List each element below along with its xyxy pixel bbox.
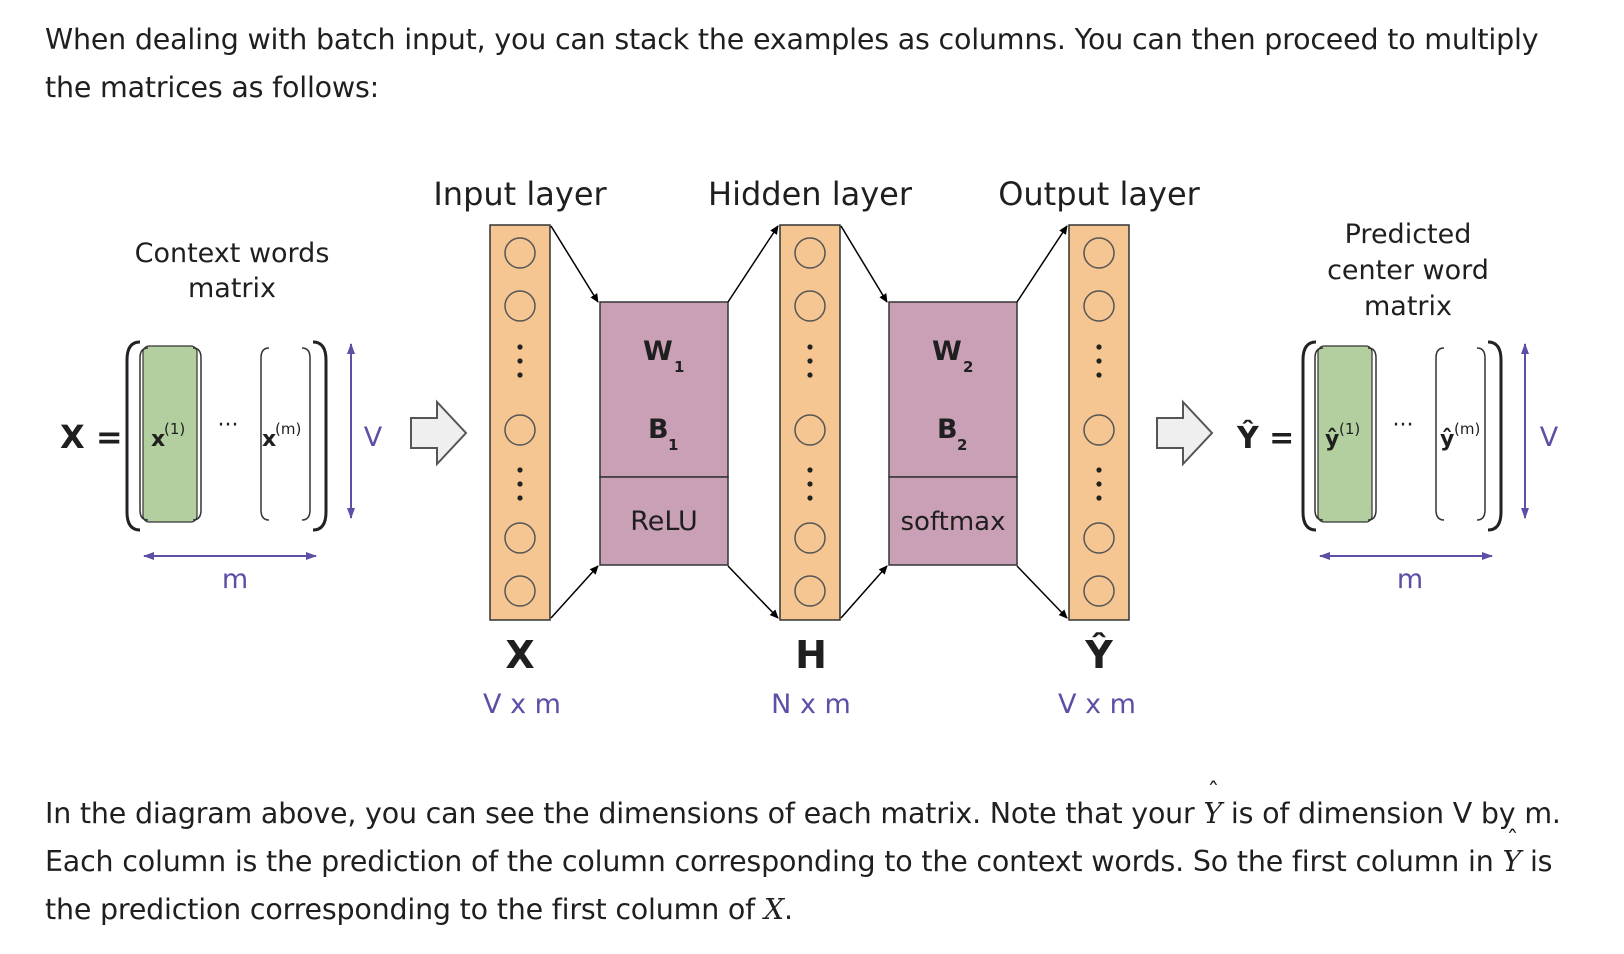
right-matrix-bracket bbox=[312, 340, 328, 532]
w2-label: W bbox=[932, 336, 962, 367]
y-ellipsis: ··· bbox=[1393, 413, 1414, 438]
pred-right-bracket bbox=[1487, 340, 1503, 532]
layer-connectors bbox=[550, 225, 1068, 619]
explain-part2: is of dimension V by m. Each column is t… bbox=[45, 797, 1561, 878]
weights-block-1 bbox=[599, 301, 729, 566]
x-dims: V x m bbox=[483, 689, 561, 720]
w1-label: W bbox=[643, 336, 673, 367]
y-col-first-label: ŷ bbox=[1325, 427, 1339, 452]
x-ellipsis: ··· bbox=[218, 413, 239, 438]
cbow-batch-diagram: Context words matrix X = x (1) ··· x (m)… bbox=[60, 175, 1559, 720]
context-title-line2: matrix bbox=[188, 273, 276, 304]
input-layer-column bbox=[489, 224, 551, 621]
pred-column-first bbox=[1317, 345, 1373, 523]
explanation-paragraph: In the diagram above, you can see the di… bbox=[45, 768, 1585, 934]
b2-sub: 2 bbox=[957, 436, 967, 454]
weights-block-2 bbox=[888, 301, 1018, 566]
yhat-dims: V x m bbox=[1058, 689, 1136, 720]
b2-label: B bbox=[937, 414, 958, 445]
relu-label: ReLU bbox=[630, 506, 698, 537]
pred-dim-v: V bbox=[1540, 422, 1559, 453]
hidden-layer-title: Hidden layer bbox=[708, 175, 913, 213]
softmax-label: softmax bbox=[901, 507, 1006, 537]
input-layer-title: Input layer bbox=[433, 175, 607, 213]
pred-dim-m: m bbox=[1397, 564, 1423, 595]
intro-paragraph: When dealing with batch input, you can s… bbox=[45, 23, 1539, 104]
x-col-first-sup: (1) bbox=[164, 420, 185, 438]
y-col-first-sup: (1) bbox=[1339, 420, 1360, 438]
w2-sub: 2 bbox=[963, 358, 973, 376]
yhat-matrix-label: Ŷ bbox=[1084, 633, 1113, 677]
flow-arrow-out bbox=[1156, 399, 1214, 467]
y-hat-symbol: Y bbox=[1203, 768, 1222, 838]
x-col-first-label: x bbox=[151, 427, 165, 452]
b1-label: B bbox=[648, 414, 669, 445]
w1-sub: 1 bbox=[674, 358, 684, 376]
pred-title-line1: Predicted bbox=[1345, 219, 1472, 250]
pred-left-bracket bbox=[1301, 340, 1317, 532]
left-matrix-bracket bbox=[125, 340, 141, 532]
explain-part3: is the prediction corresponding to the f… bbox=[45, 845, 1553, 926]
h-dims: N x m bbox=[771, 689, 851, 720]
explain-part1: In the diagram above, you can see the di… bbox=[45, 797, 1204, 830]
pred-title-line3: matrix bbox=[1364, 291, 1452, 322]
hidden-layer-column bbox=[779, 224, 841, 621]
x-symbol: X bbox=[763, 893, 784, 926]
b1-sub: 1 bbox=[668, 436, 678, 454]
yhat-equals-label: Ŷ = bbox=[1236, 419, 1294, 456]
context-dim-m: m bbox=[222, 564, 248, 595]
output-layer-title: Output layer bbox=[998, 175, 1200, 213]
context-column-first bbox=[142, 345, 198, 523]
x-matrix-label: X bbox=[505, 633, 534, 677]
x-col-last-label: x bbox=[262, 427, 276, 452]
h-matrix-label: H bbox=[795, 633, 827, 677]
pred-title-line2: center word bbox=[1327, 255, 1489, 286]
y-col-last-sup: (m) bbox=[1454, 420, 1480, 438]
x-col-last-sup: (m) bbox=[275, 420, 301, 438]
output-layer-column bbox=[1068, 224, 1130, 621]
y-hat-symbol-2: Y bbox=[1502, 816, 1521, 886]
context-dim-v: V bbox=[364, 422, 383, 453]
y-col-last-label: ŷ bbox=[1440, 427, 1454, 452]
context-title-line1: Context words bbox=[135, 238, 330, 269]
flow-arrow-in bbox=[410, 399, 468, 467]
x-equals-label: X = bbox=[60, 418, 123, 456]
explain-part4: . bbox=[783, 893, 793, 926]
